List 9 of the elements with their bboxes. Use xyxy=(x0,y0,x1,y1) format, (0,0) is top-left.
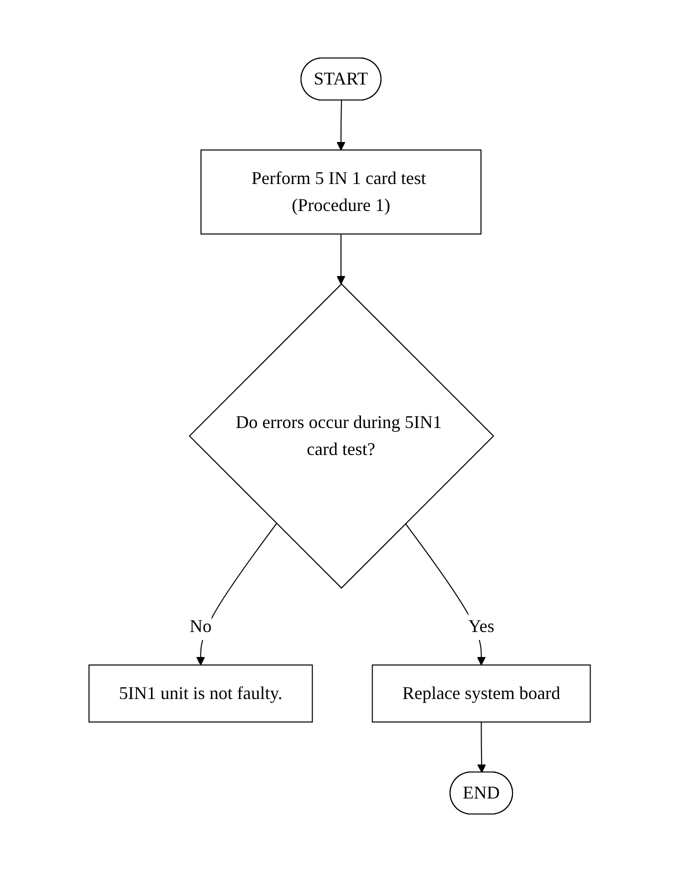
node-box: 5IN1 unit is not faulty. xyxy=(88,664,314,722)
edge-label: No xyxy=(190,616,212,636)
node-box: Replace system board xyxy=(372,664,592,722)
arrow xyxy=(336,100,346,150)
node-diamond: Do errors occur during 5IN1 card test? xyxy=(189,282,495,588)
edge-label: Yes xyxy=(468,616,495,636)
arrow xyxy=(336,233,346,284)
arrow xyxy=(478,721,486,772)
node-box: Perform 5 IN 1 card test (Procedure 1) xyxy=(200,149,482,234)
